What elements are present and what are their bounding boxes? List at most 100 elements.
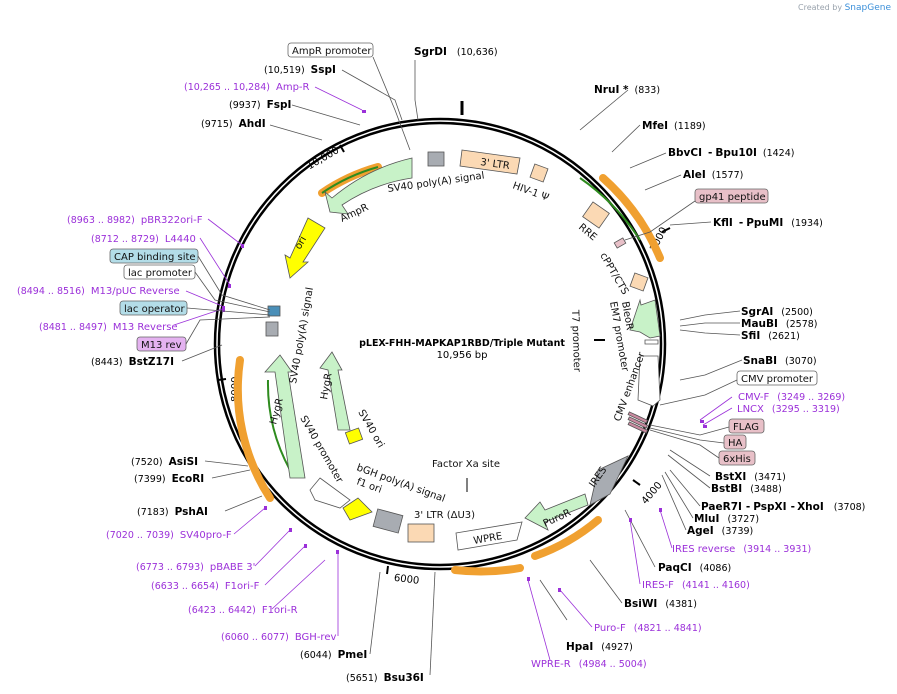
orf-bleor [599,174,664,262]
svg-text:BbvCI-Bpu10I(1424): BbvCI-Bpu10I(1424) [668,147,794,159]
primer-pbabe-pos: (6773 .. 6793) [136,562,204,573]
box-leaders [185,56,738,459]
box-cmv-promoter: CMV promoter [741,374,814,385]
primer-iresrev-pos: (3914 .. 3931) [743,544,811,555]
primer-iresf-pos: (4141 .. 4160) [682,580,750,591]
enzyme-ahdi-pos: (9715) [201,119,233,130]
enzyme-labels: SgrDI(10,636) (10,519)SspI (9937)FspI (9… [91,46,865,684]
enzyme-agei: AgeI [687,525,714,537]
enzyme-alei-pos: (1577) [712,170,744,181]
svg-text:PaeR7I-PspXI-XhoI(3708): PaeR7I-PspXI-XhoI(3708) [701,501,865,513]
svg-text:LNCX(3295 .. 3319): LNCX(3295 .. 3319) [737,404,840,415]
primer-m13rev: M13 Reverse [113,322,178,333]
enzyme-bsu36i: Bsu36I [384,672,424,684]
primer-pbr322-pos: (8963 .. 8982) [67,215,135,226]
svg-text:(9715)AhdI: (9715) AhdI [201,118,266,130]
enzyme-kfli-pos: (1934) [791,218,823,229]
svg-text:(7183)PshAI: (7183)PshAI [137,506,208,518]
svg-text:(10,265 .. 10,284)Amp-R: (10,265 .. 10,284)Amp-R [184,82,310,93]
svg-text:KflI-PpuMI(1934): KflI-PpuMI(1934) [713,217,823,229]
orf-hygr [233,356,274,502]
plasmid-title: pLEX-FHH-MAPKAP1RBD/Triple Mutant [359,338,565,349]
enzyme-nrui-pos: (833) [635,85,661,96]
primer-lncx-pos: (3295 .. 3319) [772,404,840,415]
enzyme-paer7i: PaeR7I [701,501,742,513]
svg-text:(7520)AsiSI: (7520)AsiSI [131,456,198,468]
label-wpre: WPRE [473,531,504,547]
svg-text:IRES-F(4141 .. 4160): IRES-F (4141 .. 4160) [642,580,750,591]
sv40-ori-feature [344,427,364,445]
primer-iresrev: IRES reverse [672,544,735,555]
enzyme-bsiwi: BsiWI [624,598,657,610]
enzyme-mfei: MfeI [642,120,668,132]
ampr-feature [324,157,413,215]
enzyme-bbvci-pos: (1424) [763,148,795,159]
plasmid-size: 10,956 bp [437,350,488,361]
enzyme-ppumi: PpuMI [746,217,783,229]
sv40-polya-left [265,321,279,337]
orf-arrows [233,163,664,576]
enzyme-maubi: MauBI [741,318,778,330]
enzyme-kfli-sep: - [739,217,743,229]
enzyme-alei: AleI [683,169,706,181]
cppt-feature [613,237,627,249]
label-bleor: BleoR [619,301,635,331]
svg-text:(8963 .. 8982)pBR322ori-F: (8963 .. 8982)pBR322ori-F [67,215,203,226]
sv40-promoter-feature [309,477,351,509]
svg-text:(7020 .. 7039)SV40pro-F: (7020 .. 7039)SV40pro-F [106,530,232,541]
svg-text:(10,519)SspI: (10,519)SspI [264,64,336,76]
enzyme-pspxi: PspXI [753,501,786,513]
cmv-feature [637,355,661,407]
enzyme-bpu10i: Bpu10I [715,147,757,159]
orf-bleor-core [579,177,641,241]
bleor-small [629,272,649,292]
tick-4000 [632,479,641,486]
svg-text:WPRE-R(4984 .. 5004): WPRE-R(4984 .. 5004) [531,659,647,670]
svg-text:MauBI(2578): MauBI(2578) [741,318,818,330]
enzyme-mfei-pos: (1189) [674,121,706,132]
f1-feature [342,497,373,521]
enzyme-mlui: MluI [694,513,719,525]
enzyme-bstz17i-pos: (8443) [91,357,123,368]
box-cap: CAP binding site [114,252,196,263]
primer-bghrev-pos: (6060 .. 6077) [221,632,289,643]
svg-text:(6773 .. 6793)pBABE 3': (6773 .. 6793)pBABE 3' [136,562,255,573]
enzyme-pshai-pos: (7183) [137,507,169,518]
svg-text:MfeI(1189): MfeI (1189) [642,120,706,132]
primer-ampr: Amp-R [276,82,310,93]
tick-10000 [339,144,345,153]
bleor-feature [629,298,661,339]
enzyme-mlui-pos: (3727) [727,514,759,525]
enzyme-ahdi: AhdI [239,118,266,130]
svg-text:MluI(3727): MluI (3727) [694,513,759,525]
primer-l4440: L4440 [165,234,196,245]
primer-f1orir: F1ori-R [262,605,298,616]
enzyme-hpai-pos: (4927) [601,642,633,653]
svg-text:(6060 .. 6077)BGH-rev: (6060 .. 6077)BGH-rev [221,632,336,643]
box-lac-operator: lac operator [124,304,185,315]
enzyme-bstbi: BstBI [711,483,742,495]
label-hygr-inner: HygR [319,372,334,400]
label-cppt: cPPT/CTS [597,251,630,297]
enzyme-ecori: EcoRI [172,473,205,485]
rre-feature [582,201,610,229]
primer-iresf: IRES-F [642,580,674,591]
primer-m13puc-pos: (8494 .. 8516) [17,286,85,297]
backbone-outer [213,117,667,571]
primer-f1orir-pos: (6423 .. 6442) [188,605,256,616]
box-lac-promoter: lac promoter [128,268,193,279]
enzyme-sspi-pos: (10,519) [264,65,305,76]
svg-text:(8712 .. 8729)L4440: (8712 .. 8729)L4440 [91,234,196,245]
features [264,149,661,551]
label-t7: T7 promoter [569,309,582,373]
ltr3-feature [459,149,521,175]
svg-text:Puro-F(4821 .. 4841): Puro-F(4821 .. 4841) [594,623,702,634]
orf-ampr-core [321,166,379,194]
orf-wpre [451,564,524,576]
orf-hygr-core [266,379,291,471]
hygr-feature [264,354,306,479]
label-ltr3-du3: 3' LTR (ΔU3) [414,510,475,521]
primer-labels: (10,265 .. 10,284)Amp-R (8963 .. 8982)pB… [17,82,845,670]
svg-text:SnaBI(3070): SnaBI(3070) [743,355,817,367]
